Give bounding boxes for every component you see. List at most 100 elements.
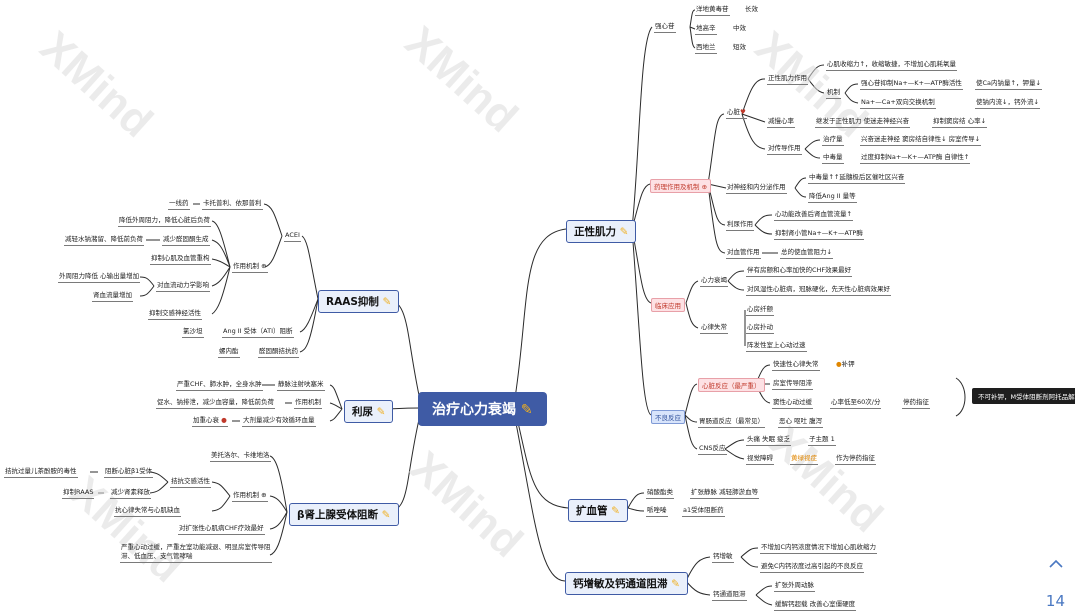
node-vaso-desc[interactable]: 扩张静脉 减轻肺淤血等 bbox=[690, 488, 760, 499]
node-rate[interactable]: 减慢心率 bbox=[767, 117, 795, 128]
topic-calcium[interactable]: 钙增敏及钙通道阻滞 ✎ bbox=[565, 572, 688, 595]
node-cns[interactable]: CNS反应 bbox=[698, 444, 727, 455]
node-first-line[interactable]: 一线药 bbox=[168, 199, 190, 210]
node-block[interactable]: 钙通道阻滞 bbox=[712, 590, 747, 601]
node-diuretic1[interactable]: 心功能改善后肾血管流量↑ bbox=[774, 210, 853, 221]
node-d3b[interactable]: 大剂量减少有效循环血量 bbox=[242, 416, 316, 427]
node-b2b[interactable]: 减少肾素释放 bbox=[110, 488, 151, 499]
node-m4[interactable]: 对血流动力学影响 bbox=[156, 281, 210, 292]
node-aldo[interactable]: 醛固酮拮抗药 bbox=[258, 347, 299, 358]
node-vaso-desc[interactable]: a1受体阻断药 bbox=[682, 506, 725, 517]
node-toxic-desc[interactable]: 过度抑制Na+—K+—ATP酶 自律性↑ bbox=[860, 153, 971, 164]
node-gi-desc[interactable]: 恶心 呕吐 腹泻 bbox=[778, 417, 824, 428]
node-contract[interactable]: 心肌收缩力↑，收缩敏捷，不增加心肌耗氧量 bbox=[826, 60, 957, 71]
node-first-drugs[interactable]: 卡托普利、依那普利 bbox=[202, 199, 263, 210]
callout-note[interactable]: 不可补钾，M受体阻断剂阿托品解救中毒 bbox=[972, 388, 1075, 404]
node-neuro[interactable]: 对神经和内分泌作用 bbox=[726, 183, 787, 194]
scroll-up-icon[interactable] bbox=[1049, 559, 1063, 568]
node-therapeutic[interactable]: 治疗量 bbox=[822, 135, 844, 146]
node-heart[interactable]: 心脏♥ bbox=[726, 108, 747, 119]
node-hf1[interactable]: 伴有房颤和心率加快的CHF效果最好 bbox=[746, 266, 853, 277]
node-mech2[interactable]: Na+—Ca+双向交换机制 bbox=[860, 98, 936, 109]
node-vaso-name[interactable]: 哌唑嗪 bbox=[646, 506, 668, 517]
node-pharmacology[interactable]: 药理作用及机制 ⊕ bbox=[650, 179, 712, 193]
node-mech2-result[interactable]: 使钠内流↓，钙外流↓ bbox=[975, 98, 1040, 109]
node-vision[interactable]: 视觉障碍 bbox=[746, 454, 774, 465]
node-raas-mech[interactable]: 作用机制 ⊕ bbox=[232, 262, 268, 273]
node-m2b[interactable]: 减少醛固酮生成 bbox=[162, 235, 210, 246]
root-topic[interactable]: 治疗心力衰竭 ✎ bbox=[418, 392, 547, 426]
node-qiangxin[interactable]: 强心苷 bbox=[654, 22, 676, 33]
topic-diuretic[interactable]: 利尿 ✎ bbox=[344, 400, 394, 423]
node-block2[interactable]: 缓解钙超载 改善心室僵硬度 bbox=[774, 600, 857, 611]
node-b2a[interactable]: 抑制RAAS bbox=[62, 488, 95, 499]
topic-beta-blocker[interactable]: β肾上腺受体阻断 ✎ bbox=[289, 503, 399, 526]
node-d1a[interactable]: 严重CHF、肺水肿，全身水肿 bbox=[176, 380, 263, 391]
node-vaso-name[interactable]: 硝酸酯类 bbox=[646, 488, 674, 499]
node-vessel1[interactable]: 总的使血管阻力↓ bbox=[780, 248, 833, 259]
node-c3-stop[interactable]: 停药指征 bbox=[902, 398, 930, 409]
node-cns1[interactable]: 头痛 失眠 疲乏 bbox=[746, 435, 792, 446]
node-sens[interactable]: 钙增敏 bbox=[712, 552, 734, 563]
node-b1a[interactable]: 拮抗过量儿茶酚胺的毒性 bbox=[4, 467, 78, 478]
node-aldo-drug[interactable]: 螺内酯 bbox=[218, 347, 240, 358]
node-mech1[interactable]: 强心苷抑制Na+—K+—ATP酶活性 bbox=[860, 79, 963, 90]
node-inotropic[interactable]: 正性肌力作用 bbox=[767, 74, 808, 85]
node-d2a[interactable]: 促水、钠排泄，减少血容量，降低前负荷 bbox=[156, 398, 275, 409]
node-vision-color[interactable]: 黄绿视症 bbox=[790, 454, 818, 465]
node-antisym[interactable]: 拮抗交感活性 bbox=[170, 477, 211, 488]
node-b3[interactable]: 抗心律失常与心肌缺血 bbox=[114, 506, 181, 517]
node-arb-drug[interactable]: 氯沙坦 bbox=[182, 327, 204, 338]
node-cns1-sub[interactable]: 子主题 1 bbox=[808, 435, 836, 446]
node-therapeutic-desc[interactable]: 兴奋迷走神经 窦房结自律性↓ 房室传导↓ bbox=[860, 135, 982, 146]
node-rate-desc[interactable]: 继发于正性肌力 使迷走神经兴奋 bbox=[815, 117, 911, 128]
node-toxic[interactable]: 中毒量 bbox=[822, 153, 844, 164]
node-m5[interactable]: 抑制交感神经活性 bbox=[148, 309, 202, 320]
node-c1[interactable]: 快速性心律失常 bbox=[772, 360, 820, 371]
drug-name[interactable]: 地高辛 bbox=[695, 24, 717, 35]
node-arb[interactable]: Ang II 受体（ATI）阻断 bbox=[222, 327, 294, 338]
node-clinical[interactable]: 临床应用 bbox=[651, 298, 685, 312]
node-sens2[interactable]: 避免C内钙浓度过高引起的不良反应 bbox=[760, 562, 865, 573]
node-m4a[interactable]: 外周阻力降低 心输出量增加 bbox=[58, 272, 141, 283]
node-arr1[interactable]: 心房纤颤 bbox=[746, 305, 774, 316]
node-cardiac[interactable]: 心脏反应（最严重） bbox=[698, 378, 765, 392]
node-sens1[interactable]: 不增加C内钙浓度情况下增加心肌收缩力 bbox=[760, 543, 878, 554]
node-neuro2[interactable]: 降低Ang II 量等 bbox=[808, 192, 857, 203]
drug-name[interactable]: 西地兰 bbox=[695, 43, 717, 54]
node-adverse[interactable]: 不良反应 bbox=[651, 410, 685, 424]
node-m1[interactable]: 降低外周阻力，降低心脏后负荷 bbox=[118, 216, 211, 227]
node-arr3[interactable]: 阵发性室上心动过速 bbox=[746, 341, 807, 352]
node-mech1-result[interactable]: 使Ca内钠量↑，钾量↓ bbox=[975, 79, 1042, 90]
node-acei[interactable]: ACEI bbox=[284, 231, 301, 242]
node-beta-drugs[interactable]: 美托洛尔、卡维地洛 bbox=[210, 451, 271, 462]
node-c1-tx[interactable]: ●补钾 bbox=[836, 360, 855, 369]
node-arrhythmia[interactable]: 心律失常 bbox=[700, 323, 728, 334]
node-b-effect[interactable]: 对扩张性心肌病CHF疗效最好 bbox=[178, 524, 265, 535]
node-diuretic-effect[interactable]: 利尿作用 bbox=[726, 220, 754, 231]
node-m3[interactable]: 抑制心肌及血管重构 bbox=[150, 254, 211, 265]
node-gi[interactable]: 胃肠道反应（最常见） bbox=[698, 417, 765, 428]
node-rate-result[interactable]: 抑制窦房结 心率↓ bbox=[932, 117, 988, 128]
node-c3[interactable]: 窦性心动过缓 bbox=[772, 398, 813, 409]
node-b-warn[interactable]: 严重心动过缓，严重左室功能减退、明显房室传导阻滞、低血压、支气管哮喘 bbox=[120, 543, 272, 563]
node-m2a[interactable]: 减轻水钠潴留、降低前负荷 bbox=[64, 235, 144, 246]
node-c2[interactable]: 房室传导阻滞 bbox=[772, 379, 813, 390]
node-block1[interactable]: 扩张外周动脉 bbox=[774, 581, 815, 592]
node-vessel[interactable]: 对血管作用 bbox=[726, 248, 761, 259]
node-m4b[interactable]: 肾血流量增加 bbox=[92, 291, 133, 302]
topic-raas[interactable]: RAAS抑制 ✎ bbox=[318, 290, 400, 313]
node-d1b[interactable]: 静脉注射呋塞米 bbox=[277, 380, 325, 391]
node-vision-note[interactable]: 作为停药指征 bbox=[835, 454, 876, 465]
node-arr2[interactable]: 心房扑动 bbox=[746, 323, 774, 334]
node-mechanism[interactable]: 机制 bbox=[826, 88, 841, 99]
drug-name[interactable]: 洋地黄毒苷 bbox=[695, 5, 730, 16]
node-hf2[interactable]: 对风湿性心脏病，冠脉硬化，先天性心脏病效果好 bbox=[746, 285, 891, 296]
node-hf[interactable]: 心力衰竭 bbox=[700, 276, 728, 287]
node-neuro1[interactable]: 中毒量↑↑延髓极后区催吐区兴奋 bbox=[808, 173, 906, 184]
node-d3a[interactable]: 加重心衰 ● bbox=[192, 416, 228, 427]
node-beta-mech[interactable]: 作用机制 ⊕ bbox=[232, 491, 268, 502]
topic-vasodilator[interactable]: 扩血管 ✎ bbox=[568, 499, 628, 522]
node-b1b[interactable]: 阻断心脏β1受体 bbox=[104, 467, 154, 478]
topic-positive-inotropic[interactable]: 正性肌力 ✎ bbox=[566, 220, 637, 243]
